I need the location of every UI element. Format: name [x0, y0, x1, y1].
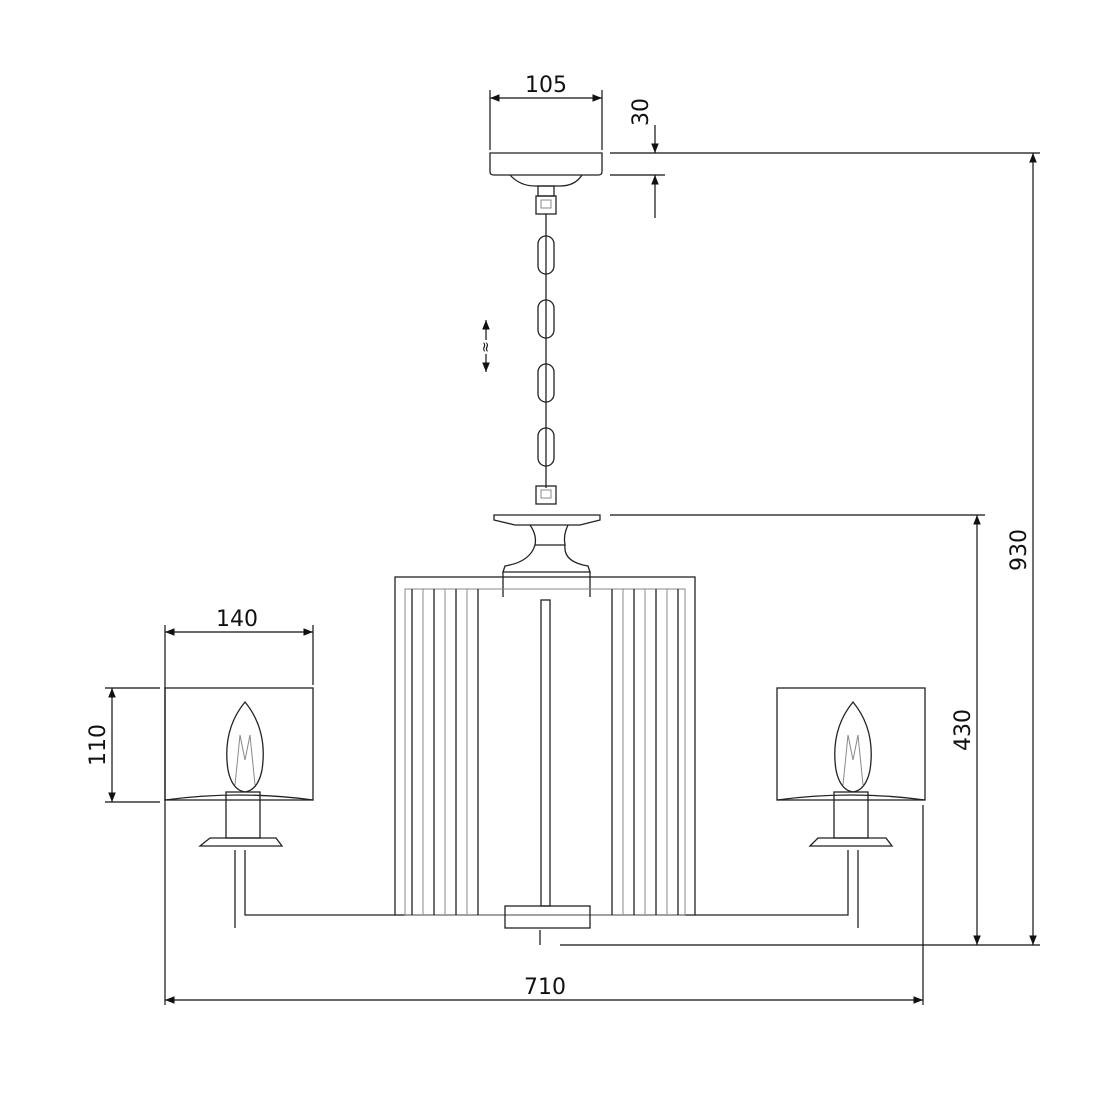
right-lamp [776, 687, 926, 847]
canopy-width-label: 105 [525, 73, 567, 98]
center-tube [504, 599, 591, 945]
total-width-label: 710 [524, 975, 566, 1000]
canopy-height-label: 30 [629, 98, 654, 126]
shade-width-label: 140 [216, 607, 258, 632]
chain-adjustable-symbol: ≈ [478, 341, 494, 353]
arms [234, 850, 859, 928]
body-height-label: 430 [951, 709, 976, 751]
dimension-lines [108, 94, 1037, 1004]
left-lamp [164, 687, 314, 847]
chain [535, 214, 557, 505]
central-pleated-shade [394, 576, 696, 916]
center-column-top [493, 514, 601, 597]
shade-height-label: 110 [86, 724, 111, 766]
ceiling-canopy [489, 152, 603, 215]
extension-lines [105, 90, 1040, 1005]
total-height-label: 930 [1007, 529, 1032, 571]
